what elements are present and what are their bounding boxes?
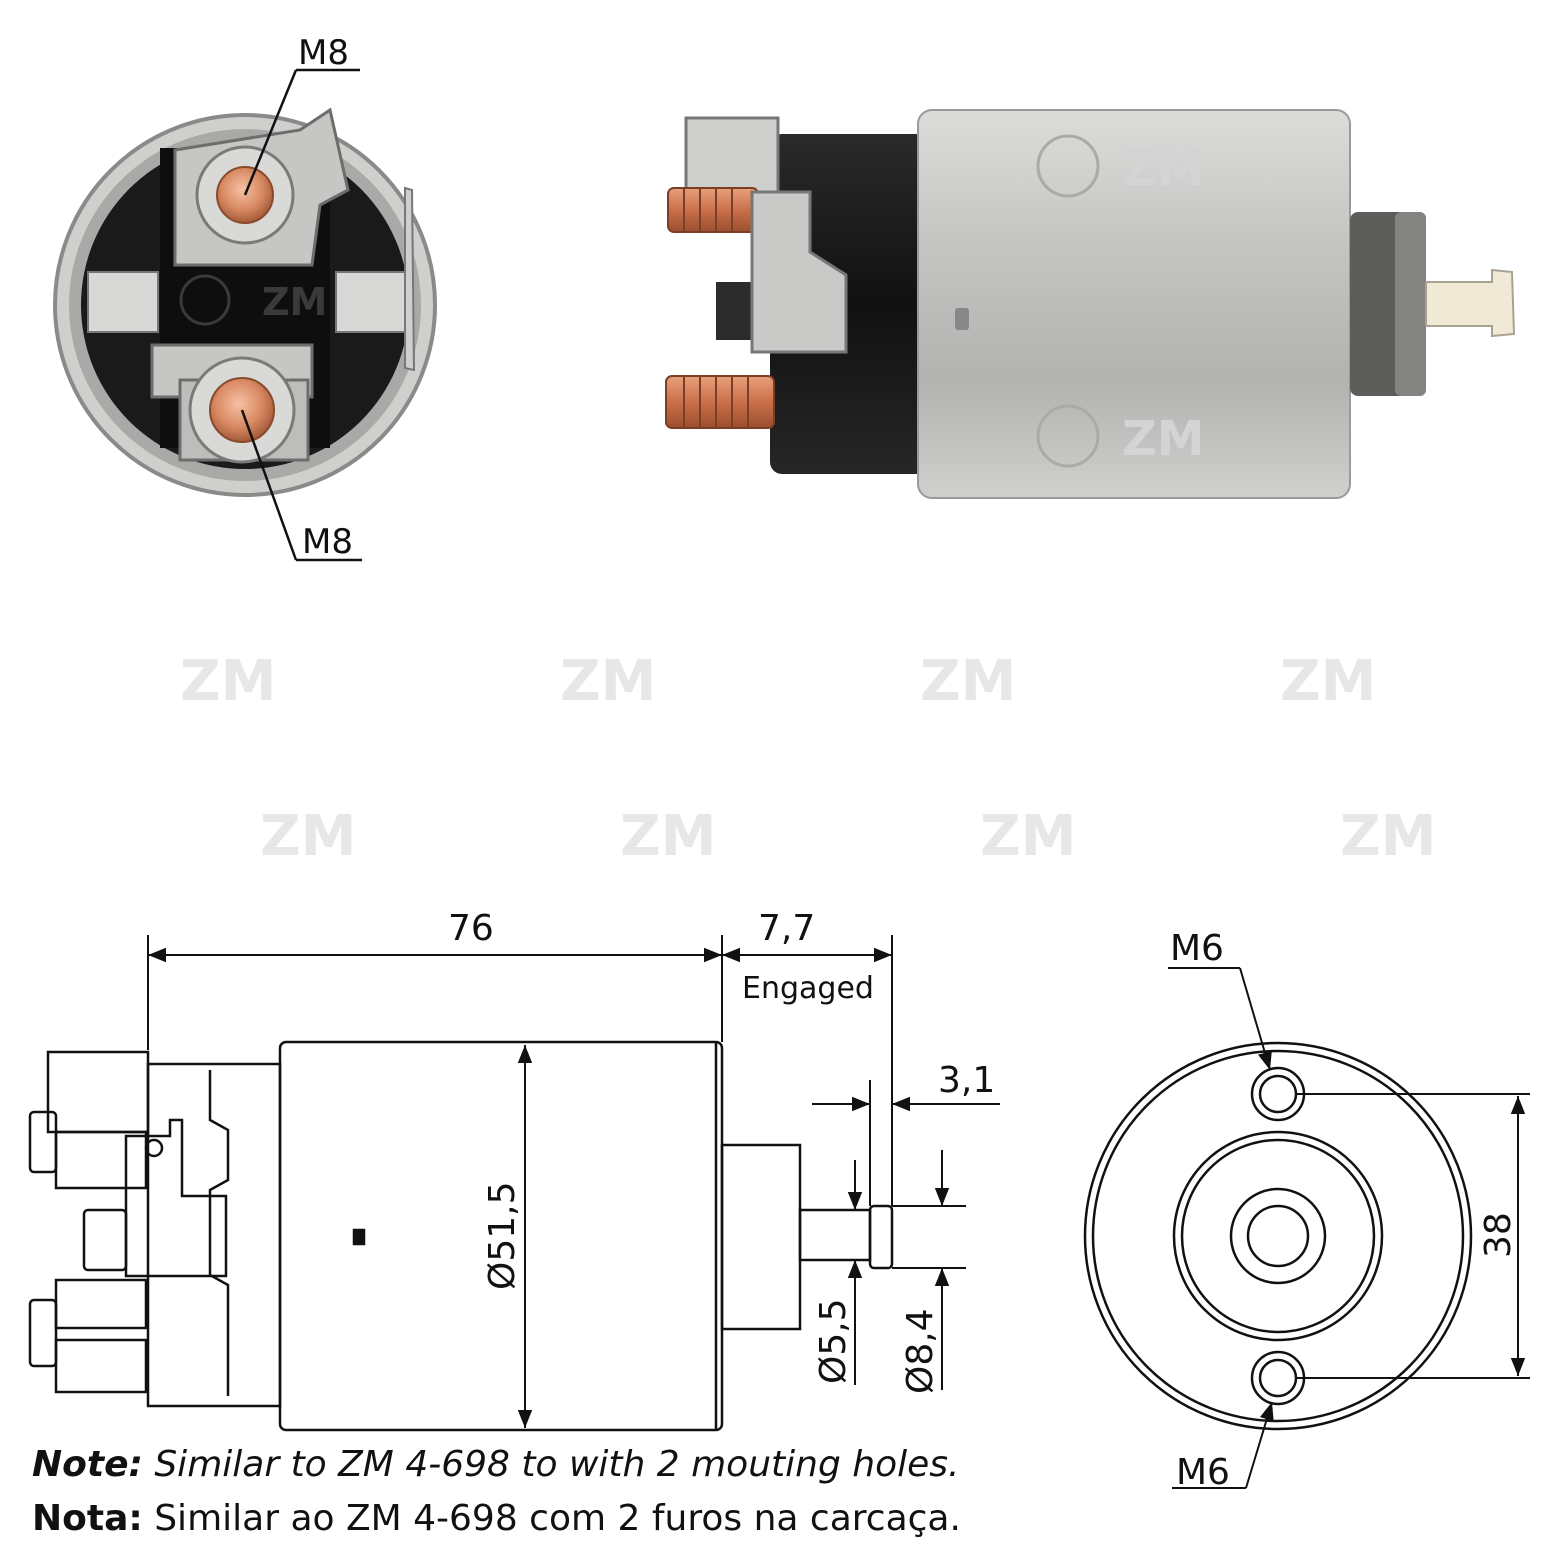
hole-label-top: M6	[1170, 928, 1224, 969]
thread-label-bottom: M8	[302, 522, 353, 562]
dimension-labels: 76 7,7 Engaged 3,1 Ø51,5 Ø5,5 Ø8,4	[448, 908, 995, 1394]
watermark-text: ZM	[1280, 649, 1376, 714]
end-view-drawing	[1083, 1041, 1473, 1431]
watermark-layer: ZM ZM ZM ZM ZM ZM ZM ZM	[180, 649, 1436, 869]
watermark-text: ZM	[560, 649, 656, 714]
end-view-dimensions	[1168, 967, 1530, 1489]
watermark-text: ZM	[980, 804, 1076, 869]
dimension-lines	[147, 935, 1000, 1428]
dim-travel: 7,7	[758, 908, 815, 949]
watermark-text: ZM	[262, 280, 327, 324]
note-english-text: Similar to ZM 4-698 to with 2 mouting ho…	[142, 1444, 960, 1485]
note-english-label: Note:	[32, 1444, 143, 1485]
watermark-text: ZM	[1122, 141, 1205, 197]
dim-travel-note: Engaged	[742, 971, 874, 1006]
dim-tip-diameter: Ø8,4	[900, 1308, 941, 1394]
side-view-drawing	[28, 1040, 894, 1432]
dim-body-diameter: Ø51,5	[482, 1182, 523, 1291]
note-english: Note: Similar to ZM 4-698 to with 2 mout…	[32, 1444, 959, 1485]
dim-length: 76	[448, 908, 494, 949]
end-view-labels: 38 M6 M6	[1170, 928, 1519, 1493]
callout-bottom-terminal: M8	[240, 409, 362, 562]
watermark-text: ZM	[920, 649, 1016, 714]
note-portuguese: Nota: Similar ao ZM 4-698 com 2 furos na…	[32, 1498, 961, 1539]
dim-shaft-diameter: Ø5,5	[813, 1298, 854, 1384]
dim-tip-length: 3,1	[938, 1060, 995, 1101]
watermark-text: ZM	[1340, 804, 1436, 869]
note-portuguese-label: Nota:	[32, 1498, 143, 1539]
hole-label-bottom: M6	[1176, 1452, 1230, 1493]
watermark-text: ZM	[1122, 411, 1205, 467]
watermark-text: ZM	[180, 649, 276, 714]
thread-label-top: M8	[298, 33, 349, 73]
callout-top-terminal: M8	[243, 33, 360, 196]
end-view-photo: ZM	[53, 107, 437, 497]
side-view-photo: ZM ZM	[665, 109, 1516, 499]
note-portuguese-text: Similar ao ZM 4-698 com 2 furos na carca…	[142, 1498, 961, 1539]
watermark-text: ZM	[620, 804, 716, 869]
watermark-text: ZM	[260, 804, 356, 869]
dim-hole-spacing: 38	[1478, 1212, 1519, 1258]
